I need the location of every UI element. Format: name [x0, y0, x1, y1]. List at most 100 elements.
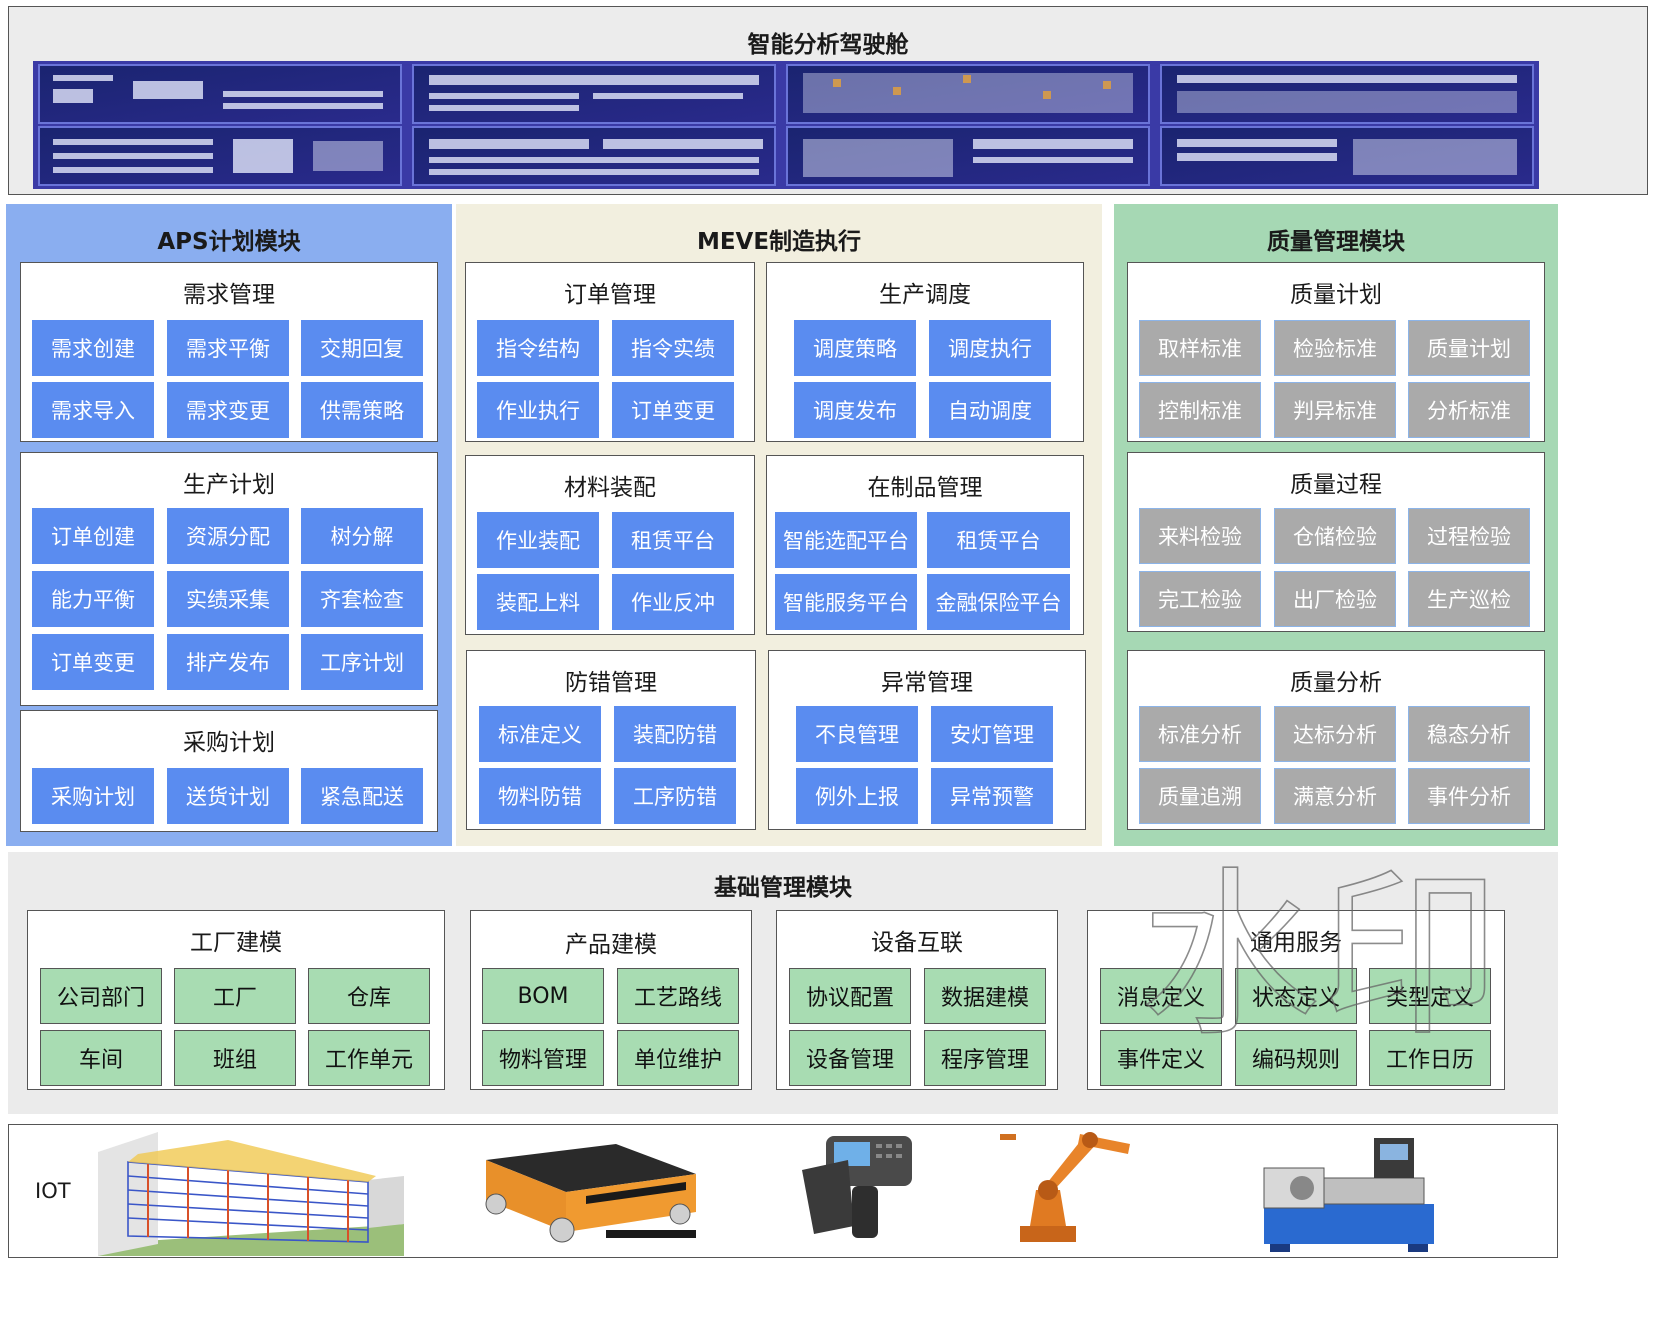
kitting-check-button[interactable]: 齐套检查 [301, 571, 423, 627]
urgent-delivery-button[interactable]: 紧急配送 [301, 768, 423, 824]
dispatch-strategy-button[interactable]: 调度策略 [794, 320, 916, 376]
compliance-analysis-button[interactable]: 达标分析 [1274, 706, 1396, 762]
message-define-button[interactable]: 消息定义 [1100, 968, 1222, 1024]
job-execute-button[interactable]: 作业执行 [477, 382, 599, 438]
quality-process-title: 质量过程 [1290, 472, 1382, 498]
storage-inspection-button[interactable]: 仓储检验 [1274, 508, 1396, 564]
quality-plan-title: 质量计划 [1290, 282, 1382, 308]
production-dispatch-title: 生产调度 [879, 282, 971, 308]
event-define-button[interactable]: 事件定义 [1100, 1030, 1222, 1086]
process-errorproof-button[interactable]: 工序防错 [614, 768, 736, 824]
process-inspection-button[interactable]: 过程检验 [1408, 508, 1530, 564]
capacity-balance-button[interactable]: 能力平衡 [32, 571, 154, 627]
cockpit-title: 智能分析驾驶舱 [747, 32, 909, 58]
assembly-errorproof-button[interactable]: 装配防错 [614, 706, 736, 762]
production-plan-title: 生产计划 [183, 472, 275, 498]
iot-label: IOT [35, 1179, 71, 1203]
company-department-button[interactable]: 公司部门 [40, 968, 162, 1024]
dispatch-execute-button[interactable]: 调度执行 [929, 320, 1051, 376]
exception-management-title: 异常管理 [881, 670, 973, 696]
workshop-button[interactable]: 车间 [40, 1030, 162, 1086]
team-button[interactable]: 班组 [174, 1030, 296, 1086]
device-interconnect-title: 设备互联 [871, 930, 963, 956]
protocol-config-button[interactable]: 协议配置 [789, 968, 911, 1024]
order-change-button[interactable]: 订单变更 [32, 634, 154, 690]
actual-collect-button[interactable]: 实绩采集 [167, 571, 289, 627]
steady-state-analysis-button[interactable]: 稳态分析 [1408, 706, 1530, 762]
process-route-button[interactable]: 工艺路线 [617, 968, 739, 1024]
aps-title: APS计划模块 [157, 229, 301, 255]
work-calendar-button[interactable]: 工作日历 [1369, 1030, 1491, 1086]
auto-dispatch-button[interactable]: 自动调度 [929, 382, 1051, 438]
job-backflush-button[interactable]: 作业反冲 [612, 574, 734, 630]
exception-report-button[interactable]: 例外上报 [796, 768, 918, 824]
exception-warning-button[interactable]: 异常预警 [931, 768, 1053, 824]
defect-management-button[interactable]: 不良管理 [796, 706, 918, 762]
process-plan-button[interactable]: 工序计划 [301, 634, 423, 690]
dispatch-publish-button[interactable]: 调度发布 [794, 382, 916, 438]
program-management-button[interactable]: 程序管理 [924, 1030, 1046, 1086]
base-title: 基础管理模块 [714, 875, 852, 901]
warehouse-button[interactable]: 仓库 [308, 968, 430, 1024]
patrol-inspection-button[interactable]: 生产巡检 [1408, 571, 1530, 627]
agv-robot-image [485, 1144, 696, 1243]
resource-allocation-button[interactable]: 资源分配 [167, 508, 289, 564]
bom-button[interactable]: BOM [482, 968, 604, 1024]
delivery-reply-button[interactable]: 交期回复 [301, 320, 423, 376]
material-errorproof-button[interactable]: 物料防错 [479, 768, 601, 824]
standard-define-button[interactable]: 标准定义 [479, 706, 601, 762]
status-define-button[interactable]: 状态定义 [1235, 968, 1357, 1024]
wip-management-title: 在制品管理 [867, 475, 983, 501]
quality-trace-button[interactable]: 质量追溯 [1139, 768, 1261, 824]
demand-balance-button[interactable]: 需求平衡 [167, 320, 289, 376]
event-analysis-button[interactable]: 事件分析 [1408, 768, 1530, 824]
cockpit-section: 智能分析驾驶舱 [8, 6, 1648, 195]
outgoing-inspection-button[interactable]: 出厂检验 [1274, 571, 1396, 627]
type-define-button[interactable]: 类型定义 [1369, 968, 1491, 1024]
instruction-structure-button[interactable]: 指令结构 [477, 320, 599, 376]
factory-button[interactable]: 工厂 [174, 968, 296, 1024]
inspection-standard-button[interactable]: 检验标准 [1274, 320, 1396, 376]
andon-management-button[interactable]: 安灯管理 [931, 706, 1053, 762]
smart-selection-platform-button[interactable]: 智能选配平台 [775, 512, 917, 568]
judgment-standard-button[interactable]: 判异标准 [1274, 382, 1396, 438]
meve-title: MEVE制造执行 [696, 229, 862, 255]
incoming-inspection-button[interactable]: 来料检验 [1139, 508, 1261, 564]
material-management-button[interactable]: 物料管理 [482, 1030, 604, 1086]
work-unit-button[interactable]: 工作单元 [308, 1030, 430, 1086]
control-standard-button[interactable]: 控制标准 [1139, 382, 1261, 438]
job-assembly-button[interactable]: 作业装配 [477, 512, 599, 568]
satisfaction-analysis-button[interactable]: 满意分析 [1274, 768, 1396, 824]
data-modeling-button[interactable]: 数据建模 [924, 968, 1046, 1024]
supply-strategy-button[interactable]: 供需策略 [301, 382, 423, 438]
smart-service-platform-button[interactable]: 智能服务平台 [775, 574, 917, 630]
order-create-button[interactable]: 订单创建 [32, 508, 154, 564]
purchase-plan-button[interactable]: 采购计划 [32, 768, 154, 824]
sampling-standard-button[interactable]: 取样标准 [1139, 320, 1261, 376]
unit-maintain-button[interactable]: 单位维护 [617, 1030, 739, 1086]
demand-import-button[interactable]: 需求导入 [32, 382, 154, 438]
quality-plan-button[interactable]: 质量计划 [1408, 320, 1530, 376]
purchase-plan-title: 采购计划 [183, 730, 275, 756]
assembly-feed-button[interactable]: 装配上料 [477, 574, 599, 630]
demand-change-button[interactable]: 需求变更 [167, 382, 289, 438]
standard-analysis-button[interactable]: 标准分析 [1139, 706, 1261, 762]
tree-decompose-button[interactable]: 树分解 [301, 508, 423, 564]
wip-lease-platform-button[interactable]: 租赁平台 [927, 512, 1070, 568]
handheld-scanner-image [802, 1136, 912, 1238]
analysis-standard-button[interactable]: 分析标准 [1408, 382, 1530, 438]
finance-insurance-platform-button[interactable]: 金融保险平台 [927, 574, 1070, 630]
completion-inspection-button[interactable]: 完工检验 [1139, 571, 1261, 627]
robot-arm-image [1000, 1132, 1130, 1242]
schedule-publish-button[interactable]: 排产发布 [167, 634, 289, 690]
demand-create-button[interactable]: 需求创建 [32, 320, 154, 376]
coding-rule-button[interactable]: 编码规则 [1235, 1030, 1357, 1086]
order-management-title: 订单管理 [564, 282, 656, 308]
material-lease-platform-button[interactable]: 租赁平台 [612, 512, 734, 568]
instruction-actual-button[interactable]: 指令实绩 [612, 320, 734, 376]
meve-order-change-button[interactable]: 订单变更 [612, 382, 734, 438]
product-modeling-title: 产品建模 [565, 932, 657, 958]
quality-analysis-title: 质量分析 [1290, 670, 1382, 696]
device-management-button[interactable]: 设备管理 [789, 1030, 911, 1086]
delivery-plan-button[interactable]: 送货计划 [167, 768, 289, 824]
